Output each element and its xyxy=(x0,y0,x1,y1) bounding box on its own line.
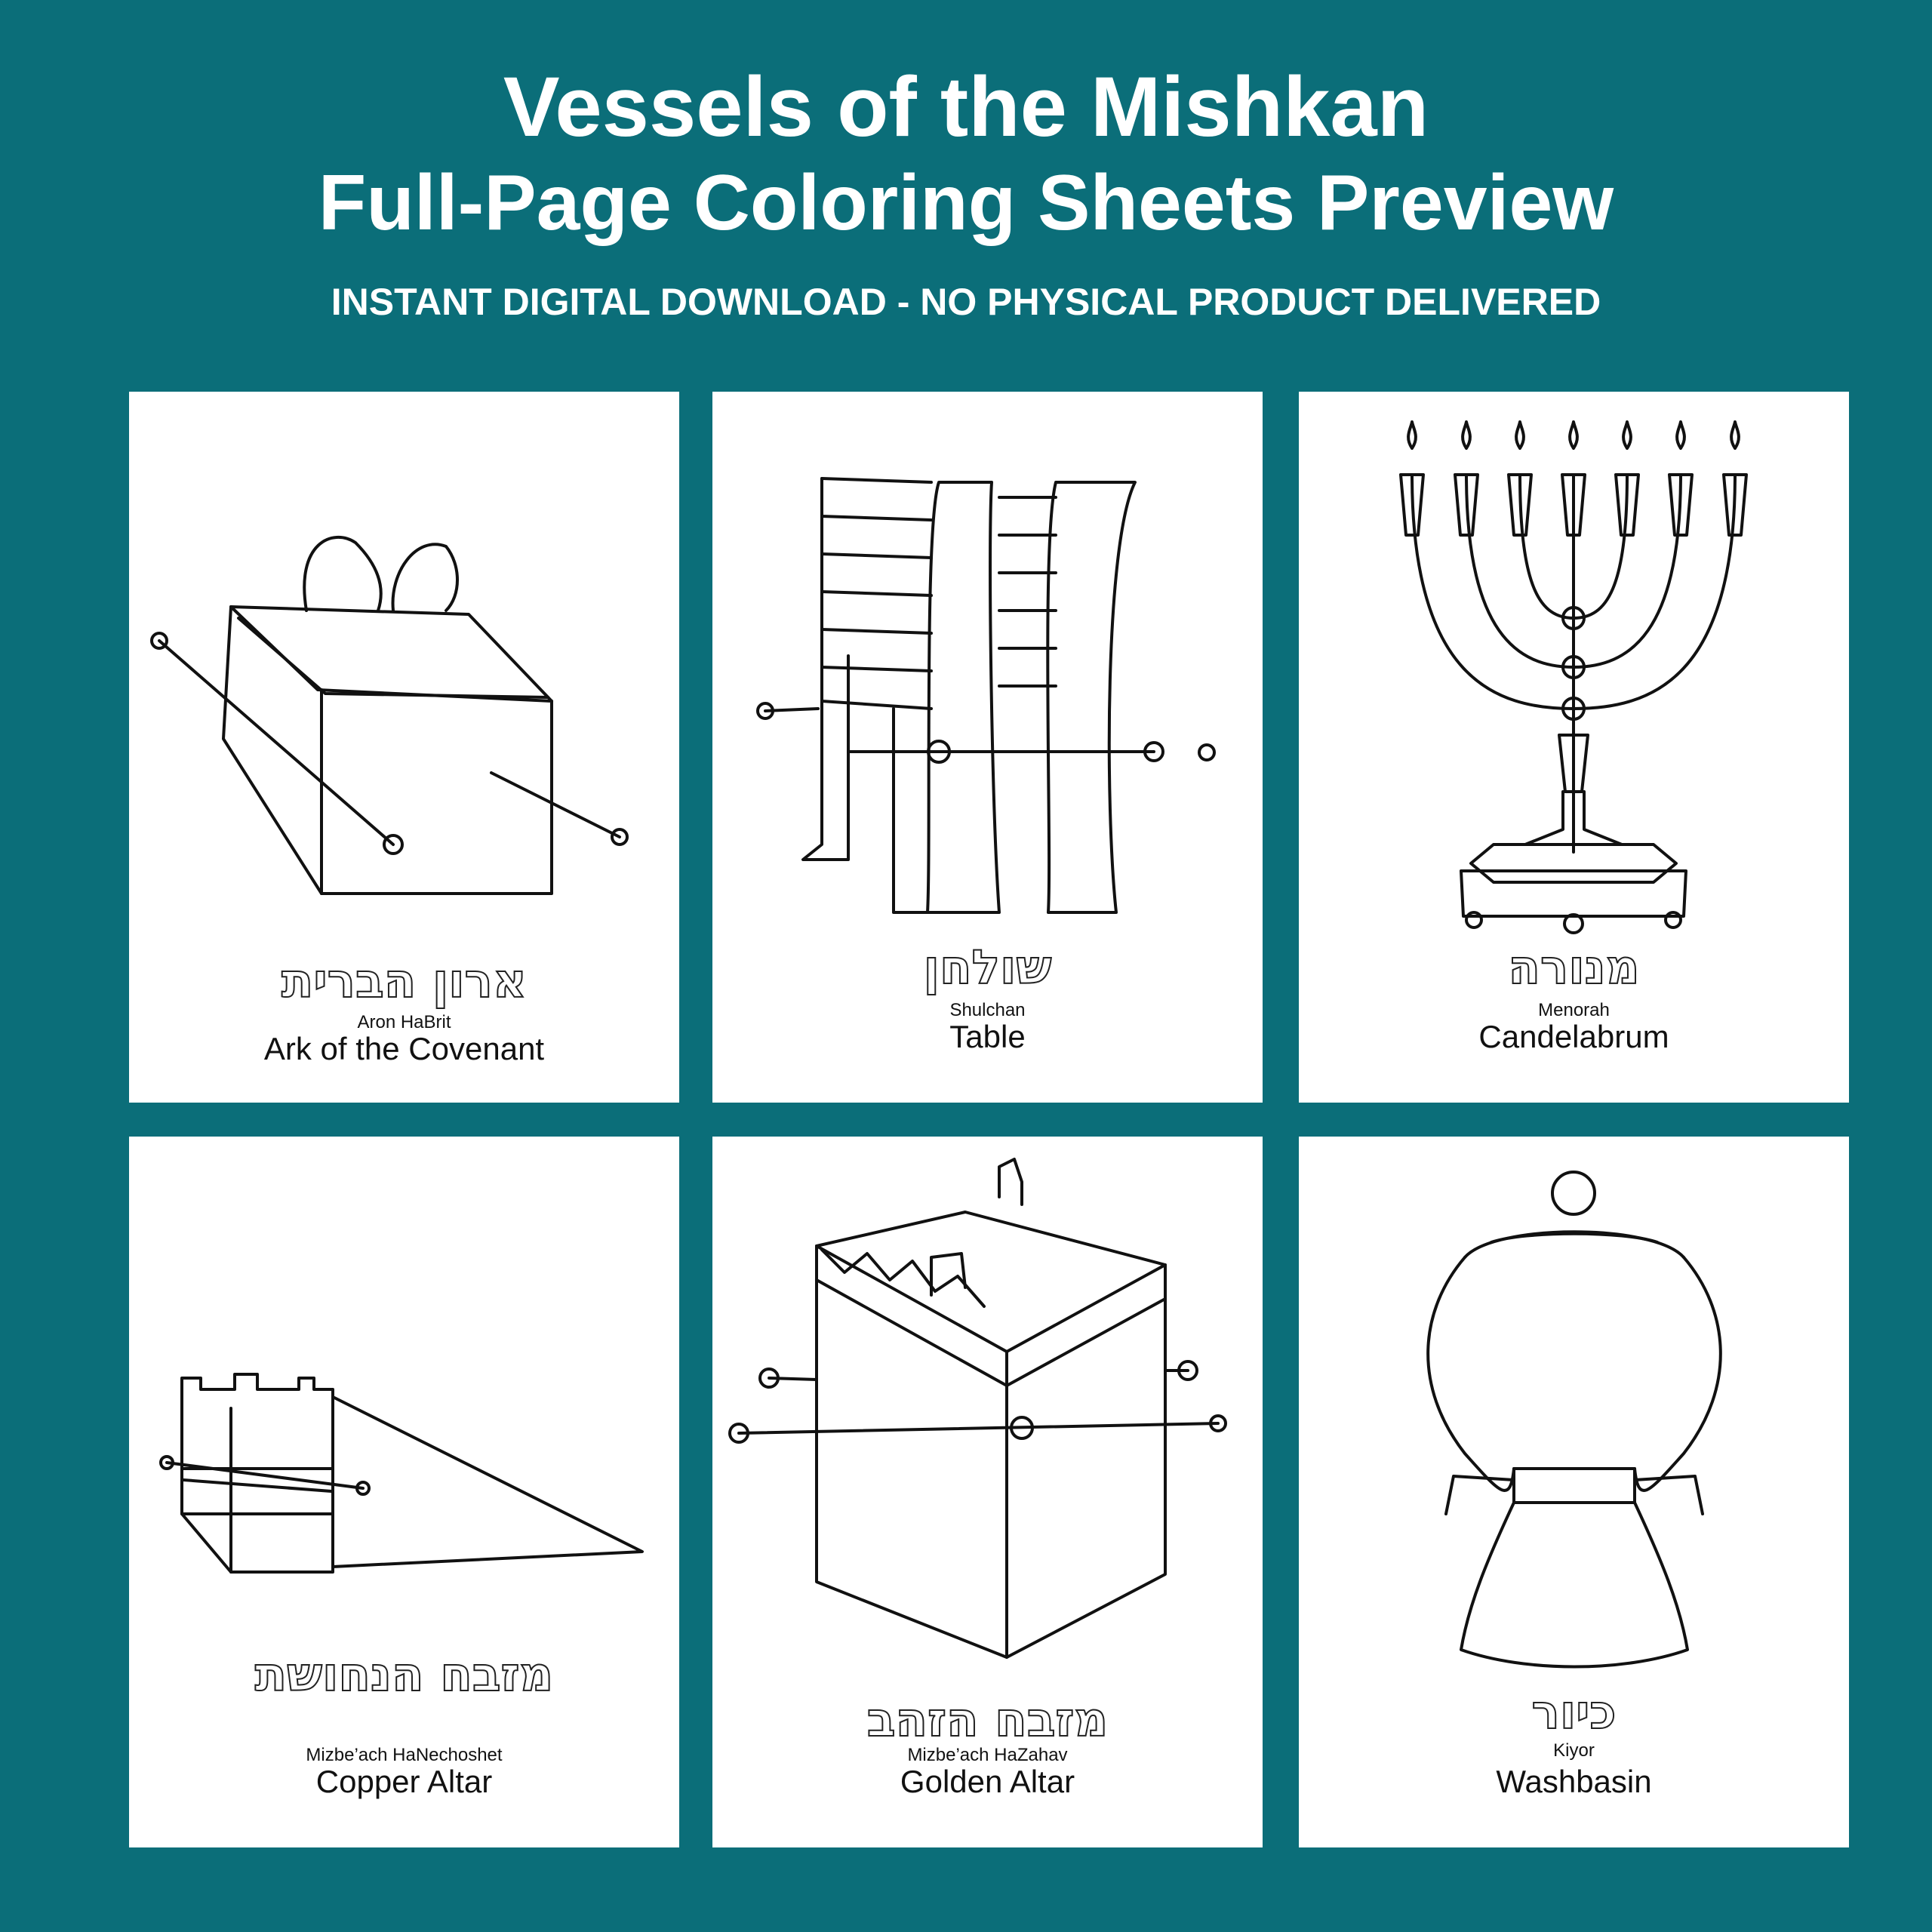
hebrew-name: מזבח הזהב xyxy=(866,1692,1109,1747)
transliteration: Mizbe’ach HaNechoshet xyxy=(306,1745,503,1765)
card-table: שולחן Shulchan Table xyxy=(712,392,1263,1103)
transliteration: Mizbe’ach HaZahav xyxy=(907,1745,1068,1765)
english-name: Ark of the Covenant xyxy=(263,1031,545,1066)
transliteration: Shulchan xyxy=(949,1000,1026,1020)
card-copper-altar: מזבח הנחושת Mizbe’ach HaNechoshet Copper… xyxy=(129,1137,679,1847)
title-line-1: Vessels of the Mishkan xyxy=(503,60,1429,154)
subtitle: INSTANT DIGITAL DOWNLOAD - NO PHYSICAL P… xyxy=(331,281,1601,323)
english-name: Copper Altar xyxy=(315,1764,493,1799)
hebrew-name: מזבח הנחושת xyxy=(254,1647,555,1702)
washbasin-illustration xyxy=(1426,1171,1722,1669)
card-golden-altar: מזבח הזהב Mizbe’ach HaZahav Golden Altar xyxy=(712,1137,1263,1847)
golden-altar-illustration xyxy=(728,1158,1227,1659)
transliteration: Kiyor xyxy=(1553,1740,1595,1761)
copper-altar-illustration xyxy=(159,1373,644,1574)
english-name: Washbasin xyxy=(1496,1764,1652,1799)
hebrew-name: שולחן xyxy=(923,940,1053,995)
hebrew-name: מנורה xyxy=(1507,940,1640,995)
english-name: Table xyxy=(949,1019,1026,1054)
hebrew-name: כיור xyxy=(1531,1684,1617,1740)
table-illustration xyxy=(756,477,1216,914)
transliteration: Menorah xyxy=(1538,1000,1610,1020)
ark-illustration xyxy=(150,535,629,895)
card-ark: ארון הברית Aron HaBrit Ark of the Covena… xyxy=(129,392,679,1103)
title-line-2: Full-Page Coloring Sheets Preview xyxy=(318,159,1614,247)
menorah-illustration xyxy=(1399,420,1748,934)
card-washbasin: כיור Kiyor Washbasin xyxy=(1299,1137,1849,1847)
english-name: Candelabrum xyxy=(1478,1019,1669,1054)
transliteration: Aron HaBrit xyxy=(357,1012,451,1032)
hebrew-name: ארון הברית xyxy=(281,953,528,1008)
card-menorah: מנורה Menorah Candelabrum xyxy=(1299,392,1849,1103)
english-name: Golden Altar xyxy=(900,1764,1075,1799)
